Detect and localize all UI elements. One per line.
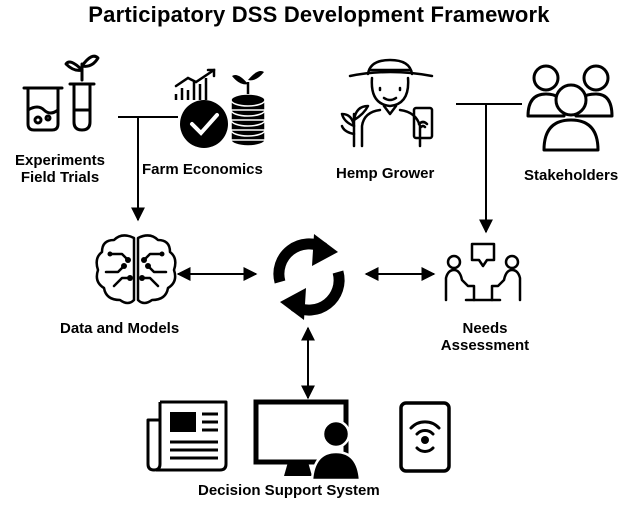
farm-economics-label: Farm Economics	[142, 161, 263, 178]
lab-experiment-icon	[22, 54, 100, 132]
needs-label-line2: Assessment	[440, 336, 530, 354]
meeting-discussion-icon	[444, 242, 522, 302]
needs-label-line1: Needs	[462, 320, 508, 337]
farm-economics-icon	[174, 68, 266, 148]
brain-circuit-icon	[95, 234, 177, 305]
experiments-label: Experiments Field Trials	[6, 152, 114, 186]
newspaper-icon	[146, 400, 228, 472]
stakeholders-label: Stakeholders	[524, 167, 619, 184]
tablet-icon	[399, 401, 451, 473]
hemp-grower-label: Hemp Grower	[336, 165, 435, 182]
dss-label: Decision Support System	[198, 482, 380, 499]
data-models-label: Data and Models	[60, 320, 180, 337]
diagram-title: Participatory DSS Development Framework	[88, 2, 550, 27]
cycle-icon	[273, 234, 345, 320]
experiments-label-line1: Experiments	[14, 152, 106, 169]
stakeholders-icon	[526, 64, 614, 152]
needs-assessment-label: Needs Assessment	[432, 320, 538, 354]
computer-user-icon	[253, 399, 362, 482]
hemp-grower-icon	[340, 58, 434, 148]
experiments-label-line2: Field Trials	[20, 168, 100, 186]
